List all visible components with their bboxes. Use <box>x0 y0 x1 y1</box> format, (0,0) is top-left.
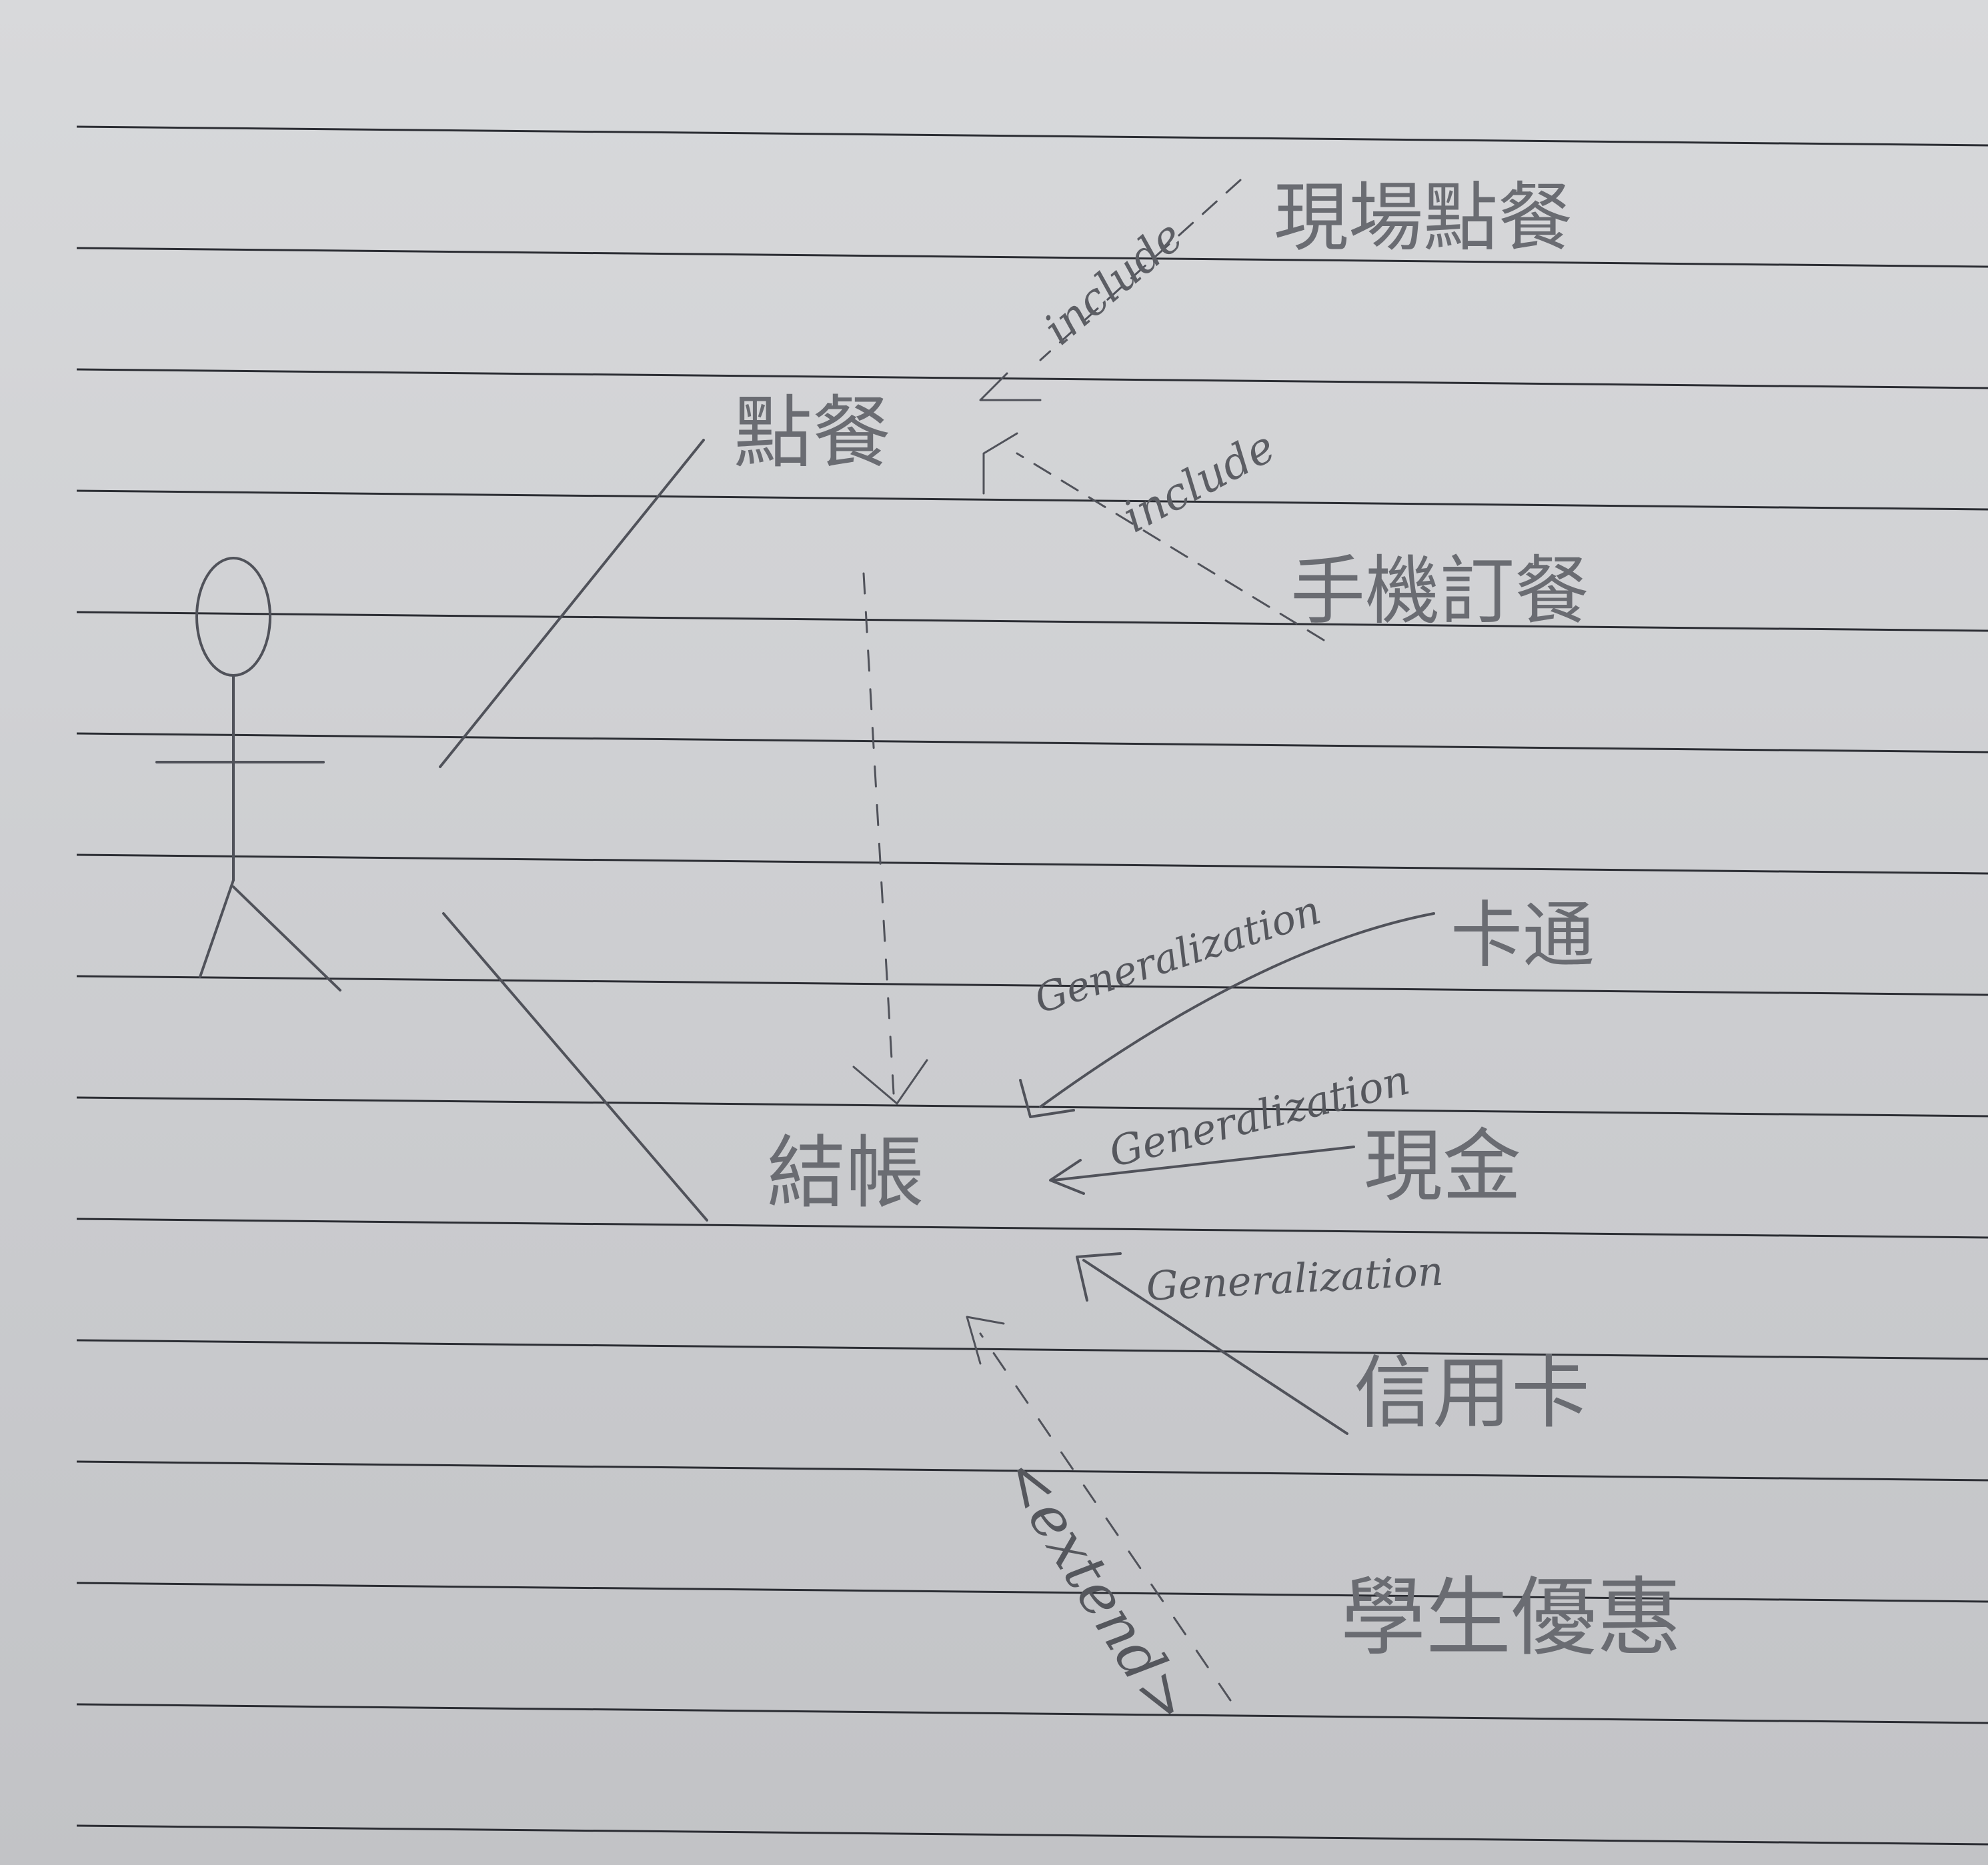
use-case-cash: 現金 <box>1364 1120 1521 1212</box>
dependency-arrowhead <box>852 1059 928 1105</box>
ruled-line <box>76 853 1988 875</box>
dependency-line-order-checkout <box>862 572 895 1095</box>
include-arrowhead-mobile <box>982 432 1018 495</box>
actor-left-leg <box>199 879 235 978</box>
include-line-onsite <box>1039 179 1242 361</box>
association-line-order <box>439 439 705 768</box>
ruled-line <box>76 1460 1988 1482</box>
generalization-arrowhead-credit <box>1076 1252 1122 1302</box>
ruled-line <box>76 1096 1988 1118</box>
ruled-line <box>76 1582 1988 1603</box>
generalization-arrowhead-cash <box>1049 1159 1085 1195</box>
use-case-order: 點餐 <box>734 387 891 479</box>
generalization-line-card <box>1039 912 1435 1108</box>
generalization-arrowhead-card <box>1019 1079 1075 1118</box>
generalization-line-credit <box>1082 1259 1348 1435</box>
include-arrowhead-onsite <box>979 372 1042 401</box>
use-case-card: 卡通 <box>1450 894 1595 978</box>
ruled-line <box>76 368 1988 389</box>
ruled-line <box>76 1218 1988 1239</box>
ruled-line <box>76 611 1988 632</box>
use-case-checkout: 結帳 <box>767 1127 924 1219</box>
use-case-credit-card: 信用卡 <box>1354 1347 1590 1439</box>
use-case-mobile-order: 手機訂餐 <box>1290 548 1589 635</box>
include-line-mobile <box>1016 452 1325 641</box>
ruled-line <box>76 1703 1988 1724</box>
use-case-student-discount: 學生優惠 <box>1340 1568 1682 1668</box>
ruled-lines <box>76 125 1988 1846</box>
ruled-line <box>76 1824 1988 1846</box>
extend-line <box>979 1332 1232 1702</box>
ruled-line <box>76 125 1988 147</box>
ruled-line <box>76 732 1988 753</box>
extend-arrowhead <box>966 1316 1005 1365</box>
actor <box>155 557 341 992</box>
actor-right-leg <box>232 885 341 992</box>
generalization-line-cash <box>1052 1146 1355 1182</box>
association-line-checkout <box>442 912 708 1222</box>
ruled-line <box>76 247 1988 268</box>
ruled-line <box>76 1339 1988 1360</box>
use-case-onsite-order: 現場點餐 <box>1274 175 1573 261</box>
ruled-line <box>76 489 1988 511</box>
ruled-line <box>76 975 1988 996</box>
